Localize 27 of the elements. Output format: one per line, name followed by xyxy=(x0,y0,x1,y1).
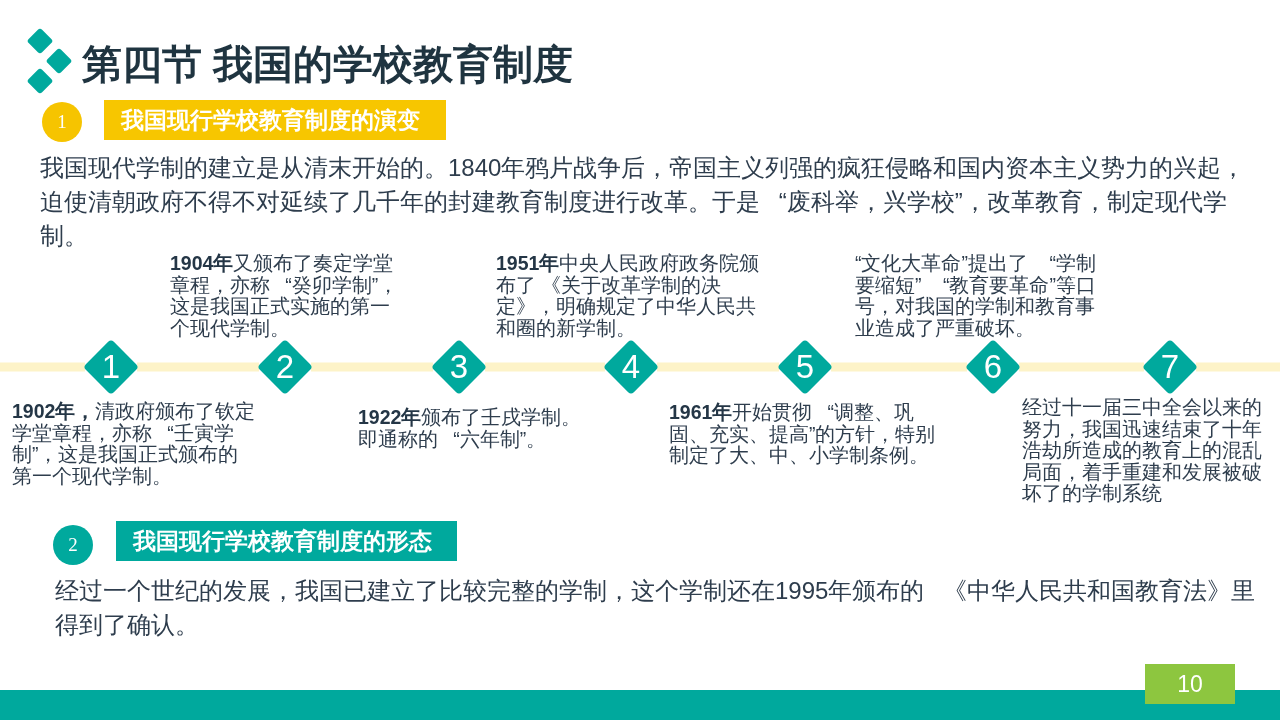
number-circle: 1 xyxy=(42,102,82,142)
timeline-segment xyxy=(485,362,605,372)
event-description: 1922年颁布了壬戌学制。即通称的 “六年制”。 xyxy=(358,407,583,450)
timeline-diamond: 1 xyxy=(83,339,139,395)
timeline-diamond: 5 xyxy=(777,339,833,395)
event-description: 1902年，清政府颁布了钦定学堂章程，亦称 “壬寅学制”，这是我国正式颁布的第一个现代学制。 xyxy=(12,401,257,487)
timeline-segment xyxy=(1019,362,1144,372)
timeline-segment xyxy=(831,362,967,372)
timeline-diamond: 6 xyxy=(965,339,1021,395)
timeline-diamond: 7 xyxy=(1142,339,1198,395)
event-description: “文化大革命”提出了 “学制要缩短” “教育要革命”等口号，对我国的学制和教育事业造成了严重破坏。 xyxy=(855,253,1097,339)
body-paragraph: 经过一个世纪的发展，我国已建立了比较完整的学制，这个学制还在1995年颁布的 《中华人民共和国教育法》里得到了确认。 xyxy=(55,576,1257,640)
event-description: 1961年开始贯彻 “调整、巩固、充实、提高”的方针，特别制定了大、中、小学制条例。 xyxy=(669,402,937,467)
event-description: 1904年又颁布了奏定学堂章程，亦称 “癸卯学制”，这是我国正式实施的第一个现代学制。 xyxy=(170,253,400,339)
heading-banner: 我国现行学校教育制度的演变 xyxy=(104,100,446,140)
page-number-tile: 10 xyxy=(1145,664,1235,704)
timeline-segment xyxy=(311,362,433,372)
timeline-diamond: 3 xyxy=(431,339,487,395)
event-description: 经过十一届三中全会以来的努力，我国迅速结束了十年浩劫所造成的教育上的混乱局面，着手重建和发展被破坏了的学制系统 xyxy=(1022,397,1263,505)
number-circle: 2 xyxy=(53,525,93,565)
timeline-segment xyxy=(657,362,779,372)
timeline-diamond: 2 xyxy=(257,339,313,395)
event-description: 1951年中央人民政府政务院颁布了 《关于改革学制的决定》，明确规定了中华人民共和圈的新学制。 xyxy=(496,253,761,339)
body-paragraph: 我国现代学制的建立是从清末开始的。1840年鸦片战争后，帝国主义列强的疯狂侵略和国内资本主义势力的兴起，迫使清朝政府不得不对延续了几千年的封建教育制度进行改革。于是 “废科举，兴学校”，改革教育，制定现代学制。 xyxy=(40,153,1247,251)
timeline-diamond: 4 xyxy=(603,339,659,395)
heading-banner: 我国现行学校教育制度的形态 xyxy=(116,521,457,561)
slide-title: 第四节 我国的学校教育制度 xyxy=(82,41,574,88)
